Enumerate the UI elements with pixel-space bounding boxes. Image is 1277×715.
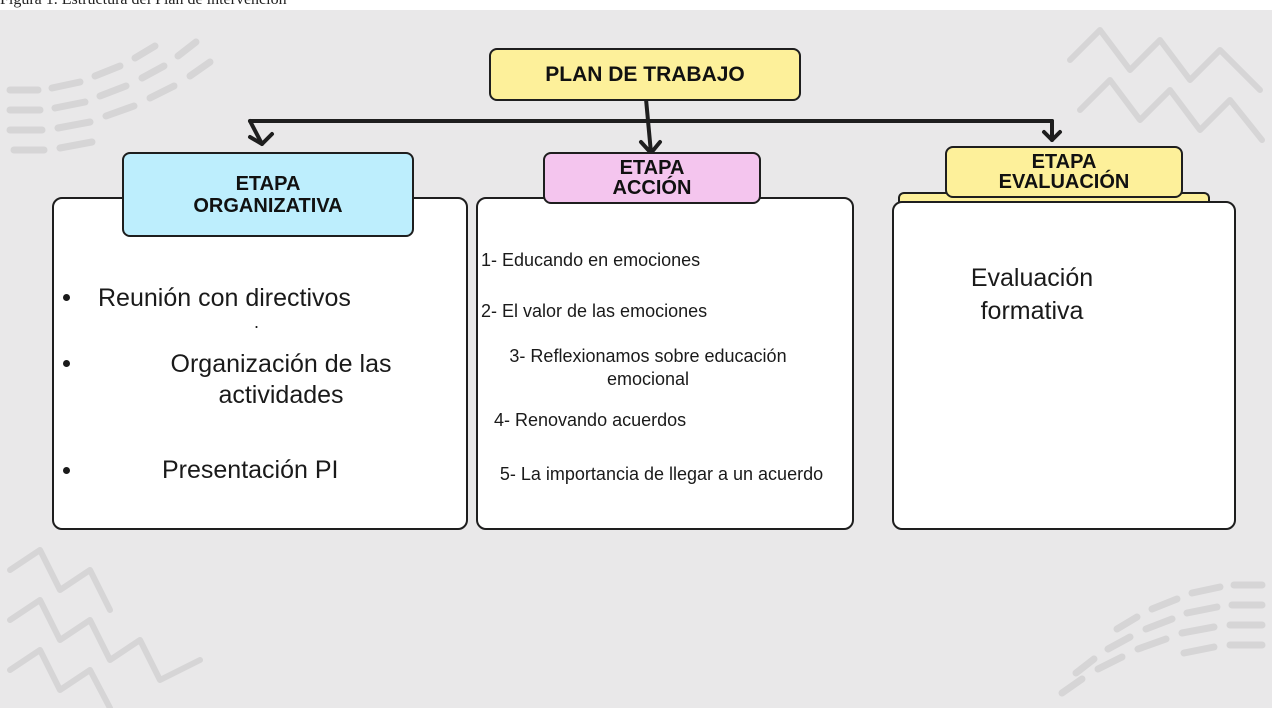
- plan-title-box: PLAN DE TRABAJO: [489, 48, 801, 101]
- diagram-canvas: PLAN DE TRABAJO ETAPA ORGANIZATIVA Reuni…: [0, 10, 1272, 708]
- organizativa-item-3: Presentación PI: [162, 456, 339, 484]
- evaluacion-card: [892, 201, 1236, 530]
- connector-left-arrow: [248, 119, 264, 146]
- bullet-icon: [63, 294, 70, 301]
- accion-item-1: 1- Educando en emociones: [481, 250, 701, 270]
- bullet-icon: [63, 360, 70, 367]
- accion-item-3: 3- Reflexionamos sobre educación emocion…: [509, 346, 787, 390]
- evaluacion-item-1: Evaluación formativa: [970, 264, 1094, 325]
- organizativa-item-dot: .: [254, 312, 260, 332]
- evaluacion-label-box: ETAPA EVALUACIÓN: [945, 146, 1183, 198]
- plan-title: PLAN DE TRABAJO: [545, 62, 745, 86]
- arrowhead-left: [248, 132, 274, 146]
- organizativa-label: ETAPA ORGANIZATIVA: [193, 172, 343, 217]
- organizativa-label-box: ETAPA ORGANIZATIVA: [122, 152, 414, 237]
- accion-label: ETAPA ACCIÓN: [612, 157, 692, 199]
- connector-center-arrow: [644, 97, 653, 155]
- accion-item-2: 2- El valor de las emociones: [481, 301, 708, 321]
- connector-lines: [248, 97, 1062, 155]
- accion-item-5: 5- La importancia de llegar a un acuerdo: [499, 464, 824, 484]
- organizativa-item-2: Organización de las actividades: [170, 350, 392, 410]
- accion-card: [476, 197, 854, 530]
- organizativa-item-1: Reunión con directivos: [98, 284, 351, 312]
- evaluacion-label: ETAPA EVALUACIÓN: [998, 151, 1130, 193]
- accion-item-4: 4- Renovando acuerdos: [494, 410, 687, 430]
- organizativa-card: [52, 197, 468, 530]
- arrowhead-right: [1042, 130, 1062, 142]
- figure-caption: Figura 1. Estructura del Plan de interve…: [0, 0, 287, 9]
- background-decoration: [6, 27, 1266, 708]
- bullet-icon: [63, 467, 70, 474]
- accion-label-box: ETAPA ACCIÓN: [543, 152, 761, 204]
